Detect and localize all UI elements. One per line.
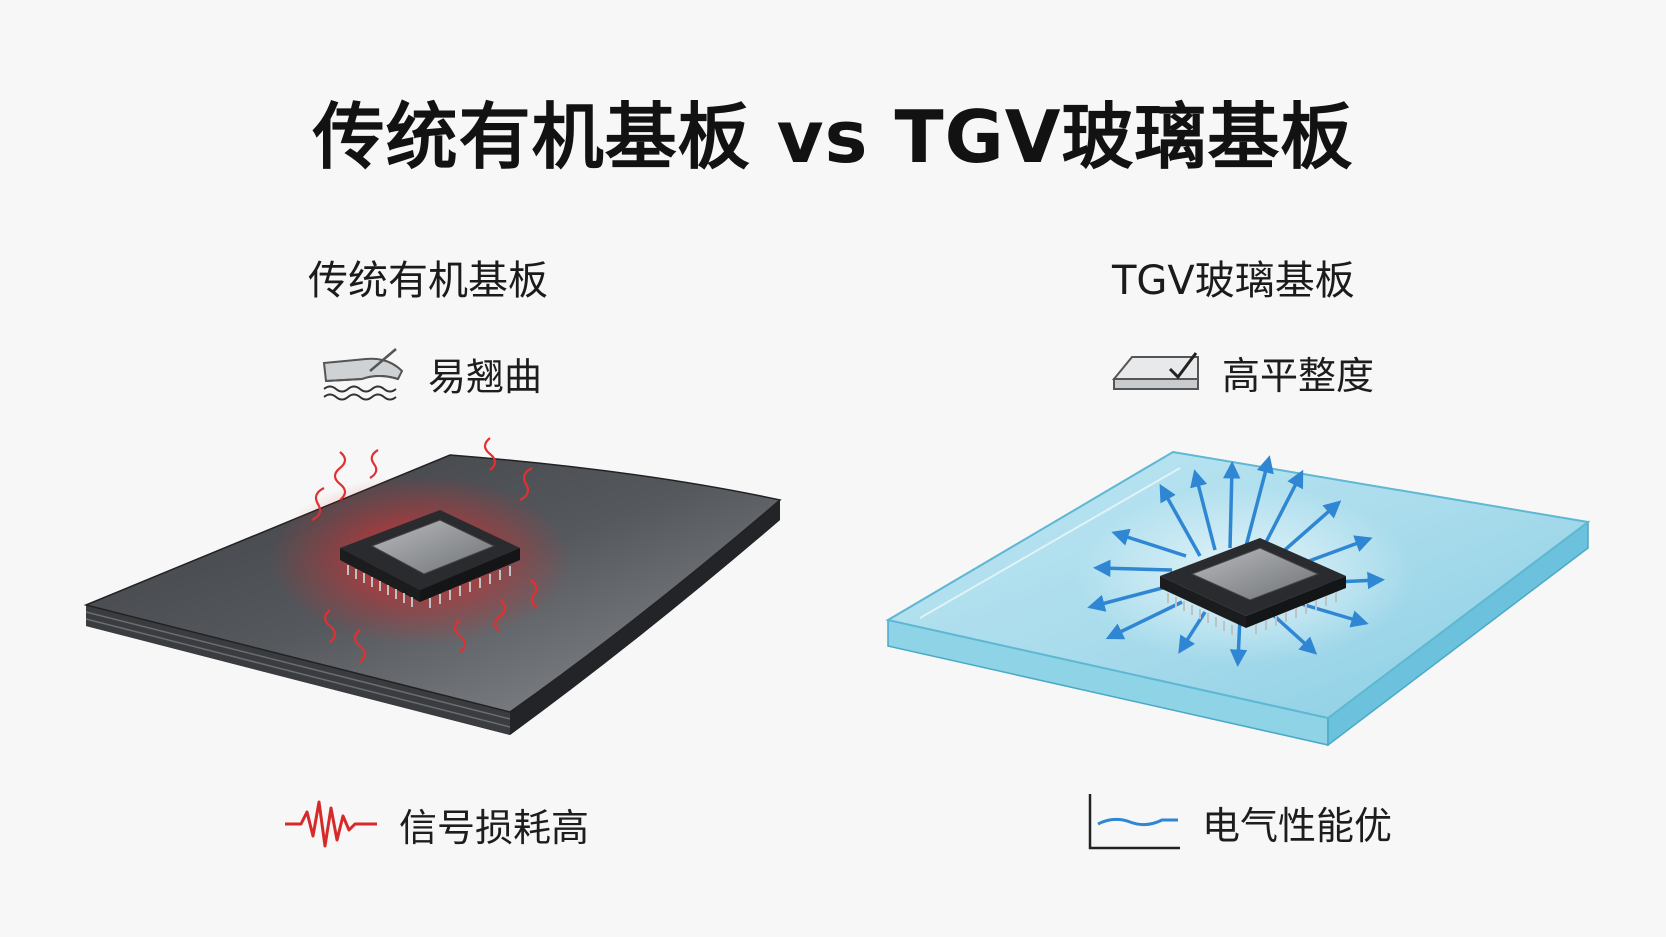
left-feature-top-label: 易翘曲	[428, 354, 543, 399]
left-feature-bottom-label: 信号损耗高	[399, 805, 590, 850]
right-heading: TGV玻璃基板	[1112, 258, 1355, 304]
organic-substrate	[83, 437, 782, 735]
signal-noise-icon	[285, 800, 377, 848]
glass-substrate	[885, 450, 1591, 747]
warped-board-icon	[322, 348, 404, 401]
left-heading: 传统有机基板	[308, 258, 548, 304]
left-feature-top: 易翘曲	[318, 345, 542, 401]
organic-chip	[340, 510, 520, 608]
glass-chip	[1160, 538, 1346, 635]
flat-board-check-icon	[1111, 351, 1199, 390]
right-feature-bottom-label: 电气性能优	[1202, 803, 1393, 848]
left-feature-bottom: 信号损耗高	[283, 794, 589, 854]
heat-waves	[311, 437, 539, 663]
heat-dissipation-arrows	[1087, 455, 1385, 667]
smooth-signal-icon	[1088, 794, 1180, 850]
right-feature-top: 高平整度	[1110, 345, 1374, 400]
right-feature-top-label: 高平整度	[1222, 354, 1375, 398]
page-title: 传统有机基板 vs TGV玻璃基板	[312, 95, 1354, 179]
right-feature-bottom: 电气性能优	[1086, 790, 1392, 854]
